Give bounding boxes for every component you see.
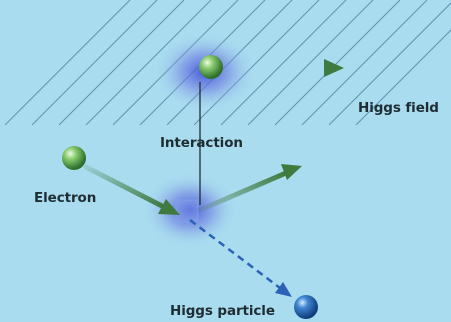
field-line	[301, 0, 428, 125]
field-line	[355, 0, 451, 125]
higgs-particle-label: Higgs particle	[170, 303, 275, 319]
electron-ball	[62, 146, 86, 170]
field-line	[247, 0, 374, 125]
field-line	[58, 0, 185, 125]
field-line	[220, 0, 347, 125]
higgs-particle-ball	[294, 295, 318, 319]
interaction-glow	[142, 172, 238, 248]
interaction-label: Interaction	[160, 135, 243, 151]
field-line	[31, 0, 158, 125]
field-line	[4, 0, 131, 125]
electron-outgoing-arrow	[197, 164, 302, 213]
higgs-field-label: Higgs field	[358, 100, 439, 116]
field-line	[85, 0, 212, 125]
interaction-box	[175, 199, 199, 223]
electron-incoming-arrow	[83, 164, 180, 215]
field-particle-arrow	[215, 59, 344, 77]
field-particle-ball	[199, 55, 223, 79]
higgs-particle-arrow	[189, 219, 292, 297]
electron-label: Electron	[34, 190, 97, 206]
field-line	[274, 0, 401, 125]
field-line	[436, 0, 451, 125]
field-line	[328, 0, 451, 125]
